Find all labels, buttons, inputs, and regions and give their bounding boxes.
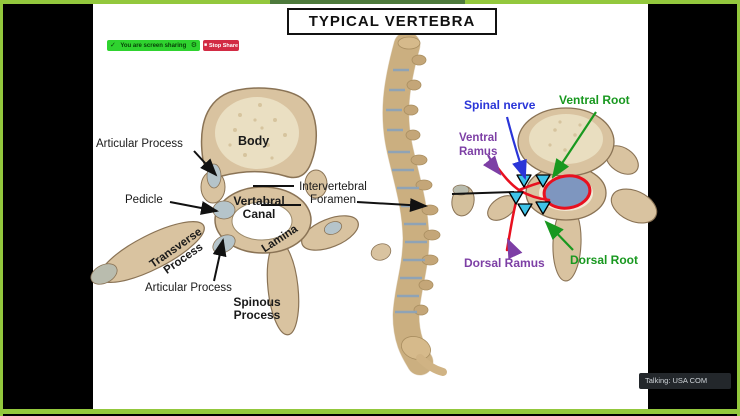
superior-vertebra-art (90, 87, 392, 336)
share-frame-border-right (737, 0, 740, 416)
screen-share-toolbar: ✓ You are screen sharing ⚙ ■ Stop Share (107, 40, 239, 51)
label-articular-process-top: Articular Process (96, 138, 183, 150)
label-dorsal-root: Dorsal Root (570, 253, 639, 267)
talking-indicator: Talking: USA COM (639, 373, 731, 389)
label-ventral-root: Ventral Root (559, 93, 630, 107)
talking-indicator-label: Talking: USA COM (645, 376, 708, 385)
slide-title-box: TYPICAL VERTEBRA (287, 8, 497, 35)
sharing-status-label: You are screen sharing (120, 42, 187, 49)
pointer-arrows (169, 150, 428, 282)
share-frame-border-bottom (0, 409, 740, 414)
stop-icon: ■ (203, 42, 207, 48)
label-intervertebral-foramen: Intervertebral Foramen (299, 181, 367, 206)
label-dorsal-ramus: Dorsal Ramus (464, 256, 545, 270)
nerve-annotations (451, 111, 597, 260)
share-check-icon: ✓ (110, 42, 116, 49)
slide-title: TYPICAL VERTEBRA (308, 13, 476, 30)
label-pedicle: Pedicle (125, 194, 163, 206)
share-frame-border-left (0, 0, 3, 416)
label-spinal-nerve: Spinal nerve (464, 98, 536, 112)
label-body: Body (238, 134, 270, 148)
share-frame-accent (270, 0, 465, 4)
stop-share-label: Stop Share (208, 42, 239, 49)
stop-share-button[interactable]: ■ Stop Share (203, 40, 239, 51)
label-articular-process-bottom: Articular Process (145, 282, 232, 294)
label-spinous-process: Spinous Process (233, 295, 281, 323)
label-vertebral-canal: Vertabral Canal (233, 194, 285, 222)
sharing-status-pill: ✓ You are screen sharing ⚙ (107, 40, 200, 51)
label-ventral-ramus: Ventral Ramus (459, 132, 498, 159)
gear-icon[interactable]: ⚙ (190, 42, 197, 49)
spine-lateral-art (382, 31, 447, 376)
